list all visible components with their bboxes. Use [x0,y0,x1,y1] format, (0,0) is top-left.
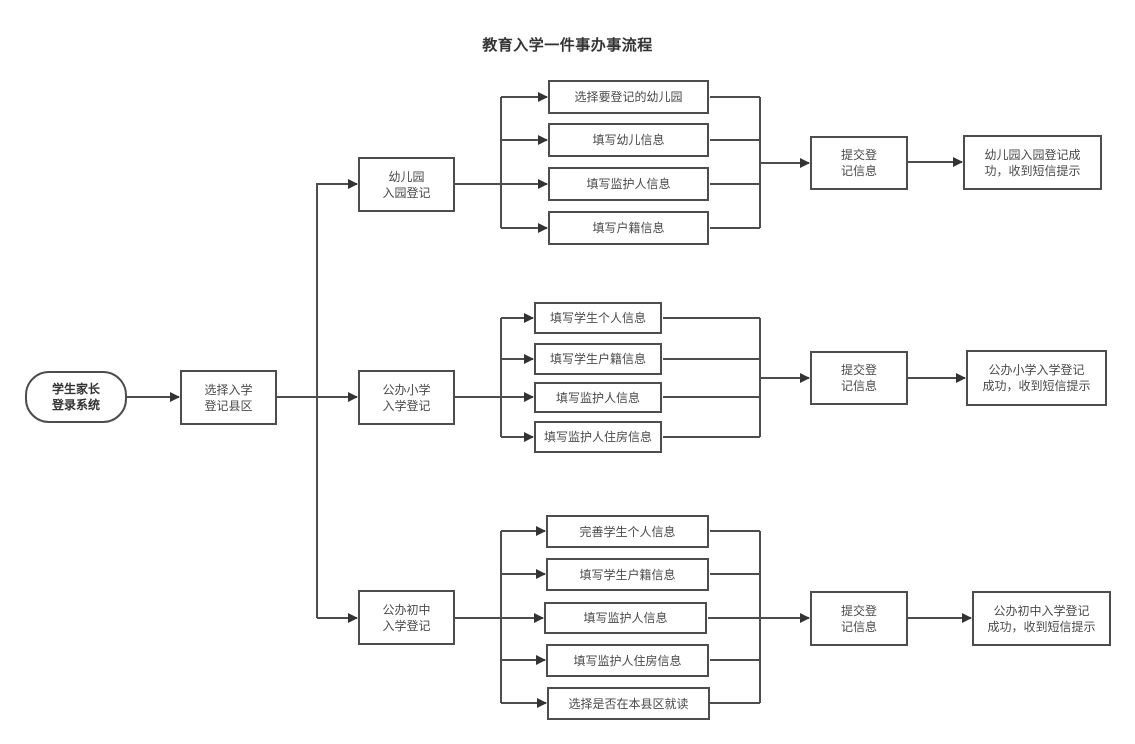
junior-submit-node: 提交登 记信息 [810,591,908,646]
select-district-node: 选择入学 登记县区 [180,370,277,425]
junior-step: 填写监护人信息 [544,602,707,634]
primary-step: 填写学生个人信息 [534,302,662,334]
primary-step: 填写学生户籍信息 [534,343,662,375]
start-node-parent-login: 学生家长 登录系统 [25,371,127,423]
diagram-title: 教育入学一件事办事流程 [482,36,653,54]
kindergarten-step: 选择要登记的幼儿园 [548,80,709,114]
kindergarten-step: 填写监护人信息 [548,167,709,201]
kindergarten-result-node: 幼儿园入园登记成 功，收到短信提示 [963,135,1102,190]
primary-step: 填写监护人住房信息 [534,421,662,453]
kindergarten-step: 填写户籍信息 [548,211,709,245]
junior-step: 选择是否在本县区就读 [547,687,710,720]
branch-junior-node: 公办初中 入学登记 [358,590,455,645]
junior-step: 填写学生户籍信息 [546,558,709,591]
kindergarten-step: 填写幼儿信息 [548,123,709,157]
primary-step: 填写监护人信息 [534,382,662,413]
primary-submit-node: 提交登 记信息 [810,351,908,405]
junior-result-node: 公办初中入学登记 成功，收到短信提示 [972,591,1111,646]
kindergarten-submit-node: 提交登 记信息 [810,136,908,190]
junior-step: 完善学生个人信息 [546,515,709,548]
junior-step: 填写监护人住房信息 [546,644,709,677]
branch-primary-node: 公办小学 入学登记 [358,370,455,425]
branch-kindergarten-node: 幼儿园 入园登记 [358,157,455,212]
primary-result-node: 公办小学入学登记 成功，收到短信提示 [966,350,1107,406]
